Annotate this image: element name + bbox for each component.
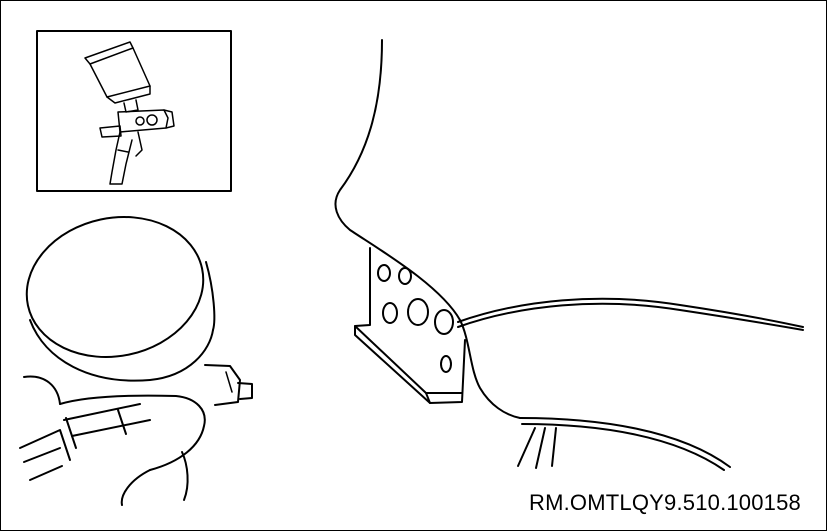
reference-code: RM.OMTLQY9.510.100158 [528,490,801,515]
body-panel-bracket-icon [334,39,804,471]
spray-gun-icon [84,41,175,185]
inset-border [36,30,232,192]
paint-cup-icon [19,216,253,506]
inset-box [36,30,232,192]
